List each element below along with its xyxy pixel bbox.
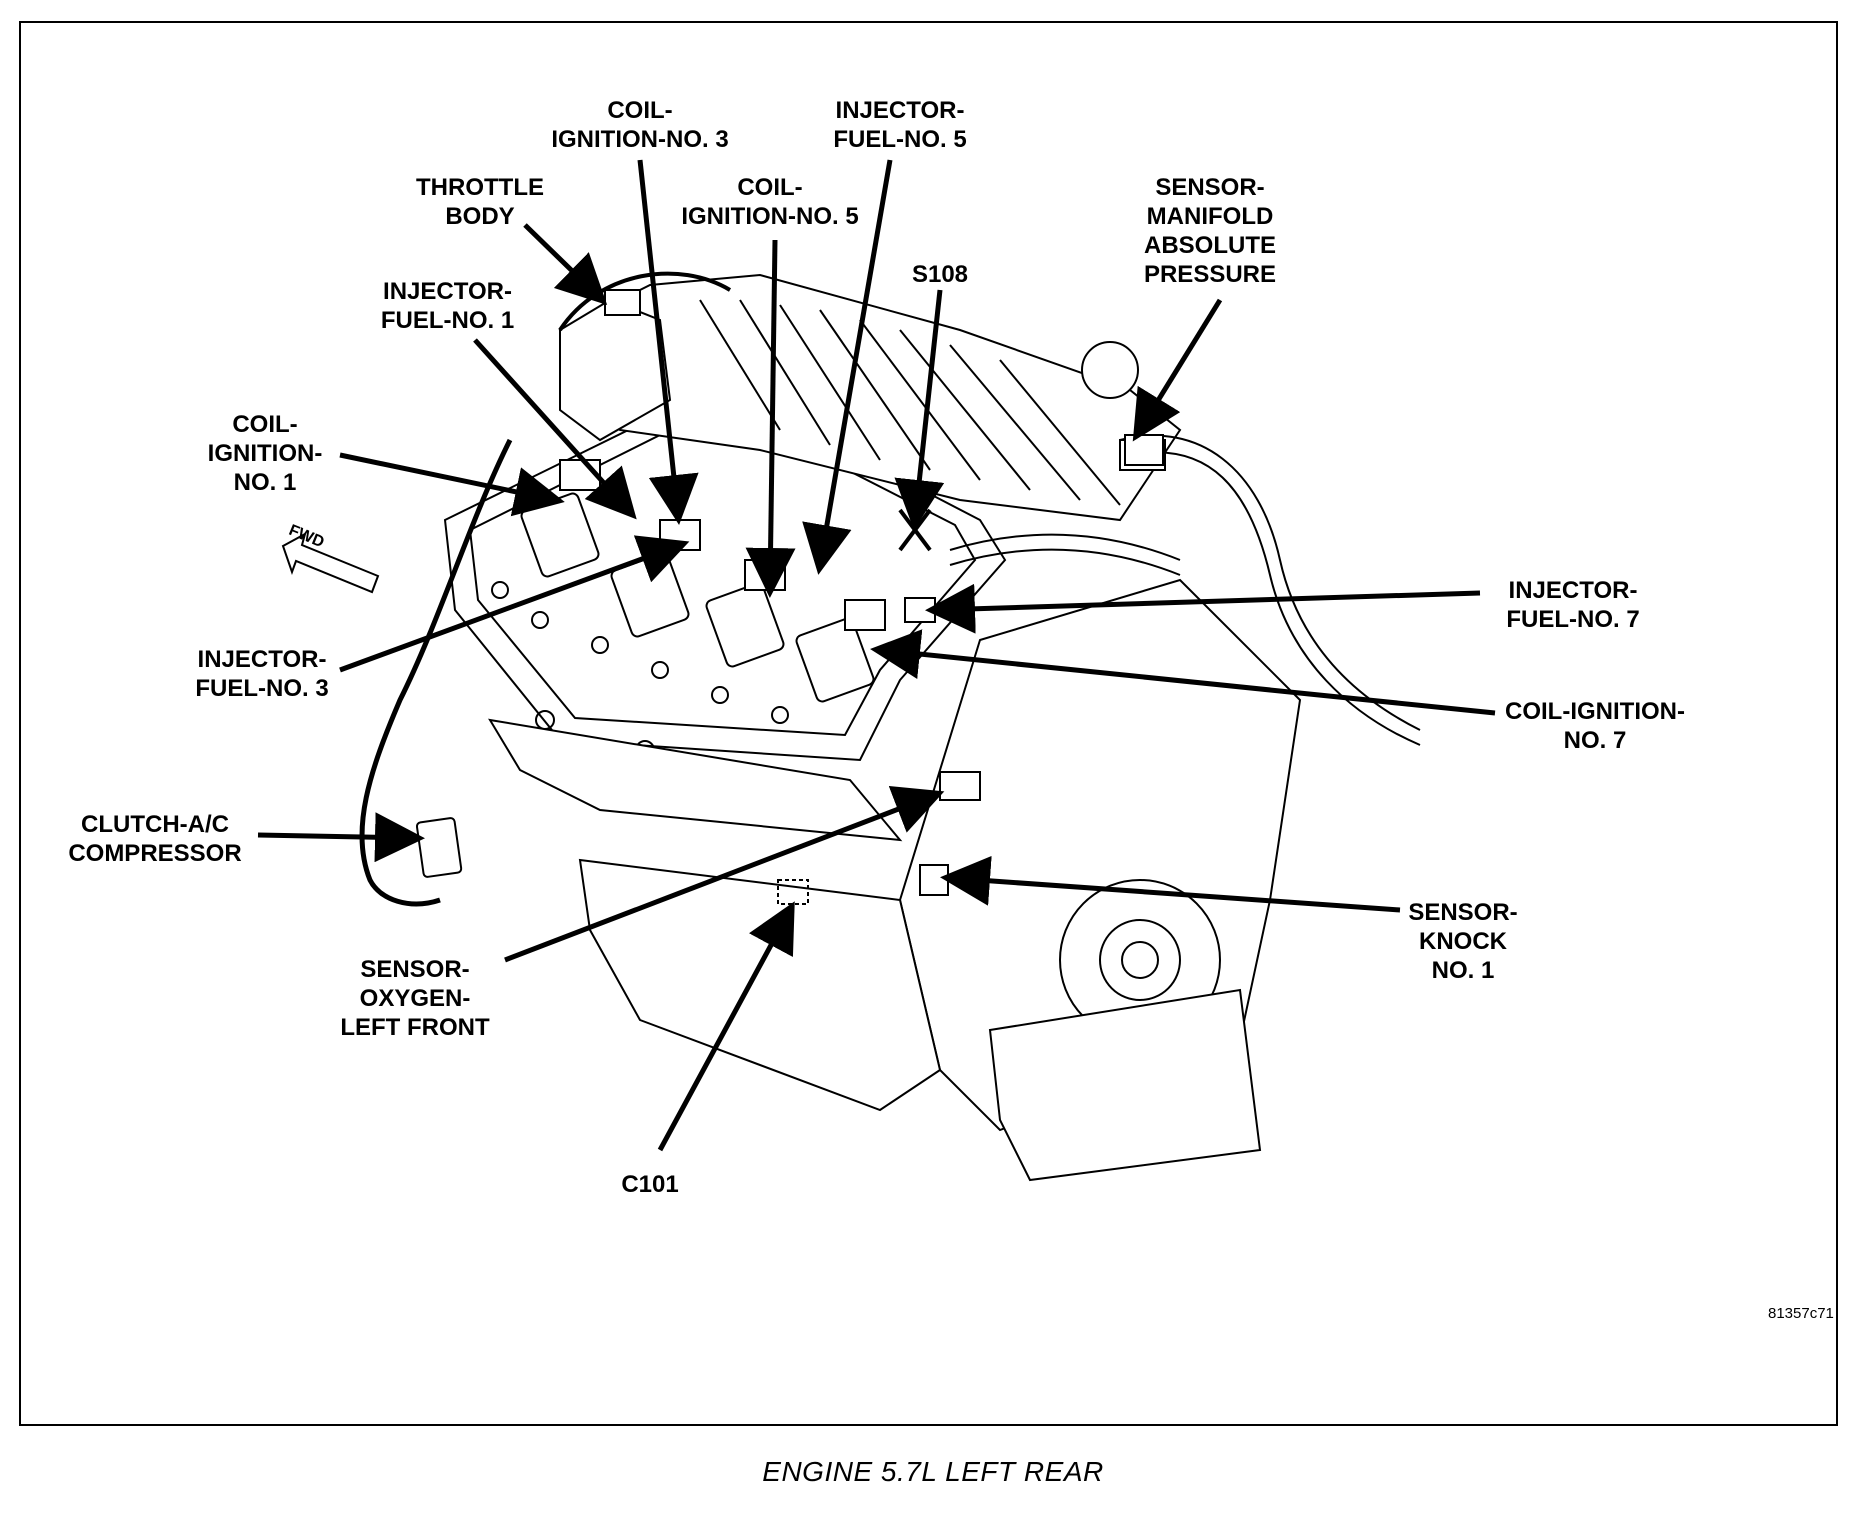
engine-drawing: [359, 271, 1421, 1182]
leader-lines: [257, 159, 1496, 1152]
leader-injector-7: [925, 583, 1481, 634]
label-coil-ignition-5: COIL- IGNITION-NO. 5: [681, 174, 859, 230]
figure-id: 81357c71: [1768, 1305, 1834, 1322]
leader-coil-5: [745, 239, 796, 598]
leader-coil-7: [870, 629, 1496, 716]
leader-c101: [657, 901, 795, 1152]
label-clutch-ac-compressor: CLUTCH-A/C COMPRESSOR: [68, 811, 242, 867]
leader-sensor-map: [1132, 298, 1223, 442]
label-sensor-oxygen-left-front: SENSOR- OXYGEN- LEFT FRONT: [340, 956, 490, 1041]
leader-throttle-body: [523, 223, 608, 305]
leader-clutch-ac: [257, 812, 425, 863]
leader-coil-3: [637, 159, 699, 525]
diagram-frame: [19, 21, 1838, 1426]
label-sensor-knock-1: SENSOR- KNOCK NO. 1: [1408, 899, 1518, 984]
label-throttle-body: THROTTLE BODY: [416, 174, 544, 230]
label-injector-fuel-1: INJECTOR- FUEL-NO. 1: [380, 278, 515, 334]
leader-injector-5: [802, 159, 893, 575]
label-injector-fuel-5: INJECTOR- FUEL-NO. 5: [833, 97, 967, 153]
label-coil-ignition-1: COIL- IGNITION- NO. 1: [207, 411, 323, 496]
leader-injector-3: [339, 535, 690, 673]
diagram-caption: ENGINE 5.7L LEFT REAR: [762, 1456, 1104, 1487]
label-s108: S108: [911, 261, 969, 288]
label-injector-fuel-3: INJECTOR- FUEL-NO. 3: [195, 646, 329, 702]
label-sensor-map: SENSOR- MANIFOLD ABSOLUTE PRESSURE: [1143, 174, 1277, 288]
leader-sensor-knock: [940, 855, 1401, 913]
label-injector-fuel-7: INJECTOR- FUEL-NO. 7: [1506, 577, 1640, 633]
leader-coil-1: [339, 452, 565, 517]
label-c101: C101: [621, 1171, 679, 1198]
leader-sensor-oxygen: [504, 785, 945, 963]
fwd-arrow-icon: [281, 531, 380, 594]
leader-s108: [894, 289, 945, 530]
leader-injector-1: [473, 338, 637, 520]
label-coil-ignition-3: COIL- IGNITION-NO. 3: [551, 97, 729, 153]
label-coil-ignition-7: COIL-IGNITION- NO. 7: [1505, 698, 1685, 754]
